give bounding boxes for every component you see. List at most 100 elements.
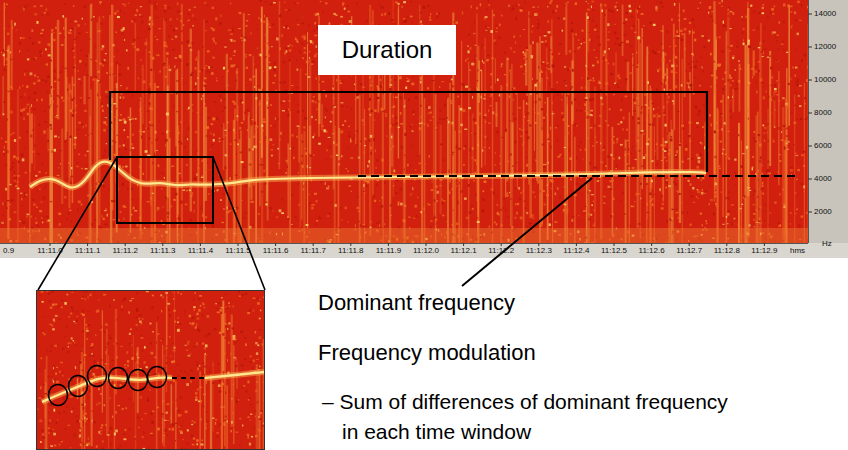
noise-speck [587,191,588,194]
noise-streak [307,32,308,228]
noise-speck [425,163,426,164]
noise-speck [169,130,170,132]
noise-speck [448,190,450,191]
noise-streak [34,115,35,171]
noise-speck [520,35,521,36]
noise-speck [377,84,378,87]
noise-speck [233,64,236,67]
noise-speck [557,187,559,189]
noise-speck [370,152,372,155]
noise-speck [379,225,380,227]
noise-streak [753,48,755,75]
noise-speck [103,121,106,124]
noise-speck [259,103,260,105]
noise-speck [527,225,529,227]
noise-speck [126,87,127,89]
noise-speck [630,72,632,74]
noise-speck [50,127,52,130]
noise-speck [508,5,509,7]
noise-streak [435,94,437,243]
noise-speck [753,138,755,139]
noise-speck [21,154,24,157]
noise-speck [605,165,607,167]
noise-speck [59,33,61,34]
noise-streak [298,126,299,163]
noise-speck [679,144,682,146]
noise-speck [362,119,364,122]
noise-speck [759,70,761,72]
noise-streak [646,56,647,243]
noise-streak [739,64,741,112]
noise-speck [643,199,644,200]
noise-speck [487,55,489,56]
noise-speck [150,125,153,126]
noise-speck [76,166,78,167]
noise-speck [303,37,305,40]
noise-streak [778,71,780,185]
noise-speck [529,15,531,18]
noise-speck [469,114,470,115]
noise-speck [637,19,638,20]
noise-speck [93,158,94,161]
noise-speck [407,16,408,18]
noise-speck [232,101,235,103]
noise-speck [73,110,75,113]
noise-speck [320,181,322,183]
noise-speck [261,19,262,22]
noise-speck [370,227,372,229]
noise-speck [527,104,529,105]
noise-speck [410,145,413,146]
noise-speck [689,191,691,193]
noise-speck [743,42,745,45]
noise-speck [139,14,141,15]
noise-speck [158,164,160,167]
noise-speck [54,81,56,82]
noise-speck [47,13,50,15]
noise-speck [772,13,775,15]
noise-speck [632,146,634,147]
noise-speck [390,84,393,86]
noise-speck [773,140,774,141]
noise-speck [313,154,314,155]
noise-speck [303,51,306,53]
noise-speck [255,128,257,129]
noise-speck [298,40,299,42]
noise-speck [534,112,535,114]
noise-speck [660,1,662,3]
noise-speck [801,215,803,217]
noise-streak [684,33,686,97]
noise-speck [530,93,532,95]
noise-speck [165,6,166,9]
noise-speck [741,20,744,21]
noise-speck [85,124,86,127]
noise-speck [735,138,736,139]
noise-speck [412,111,414,113]
noise-speck [381,108,384,111]
noise-speck [249,164,252,166]
noise-speck [500,209,502,211]
noise-speck [465,86,468,88]
noise-streak [566,97,568,243]
noise-speck [756,172,758,173]
noise-speck [633,99,635,101]
noise-speck [739,208,742,209]
noise-speck [31,104,32,107]
noise-speck [303,35,306,37]
noise-speck [613,63,615,66]
noise-speck [771,99,772,102]
noise-speck [40,5,43,7]
noise-speck [181,143,182,145]
noise-speck [293,157,294,159]
noise-speck [631,28,633,29]
noise-streak [481,71,482,168]
noise-streak [525,52,527,86]
noise-speck [451,224,453,226]
noise-speck [350,157,353,159]
noise-speck [400,203,403,206]
noise-speck [389,88,391,91]
noise-streak [668,132,670,243]
noise-speck [752,76,753,78]
noise-speck [527,164,529,166]
noise-streak [760,23,762,44]
noise-speck [164,5,167,6]
